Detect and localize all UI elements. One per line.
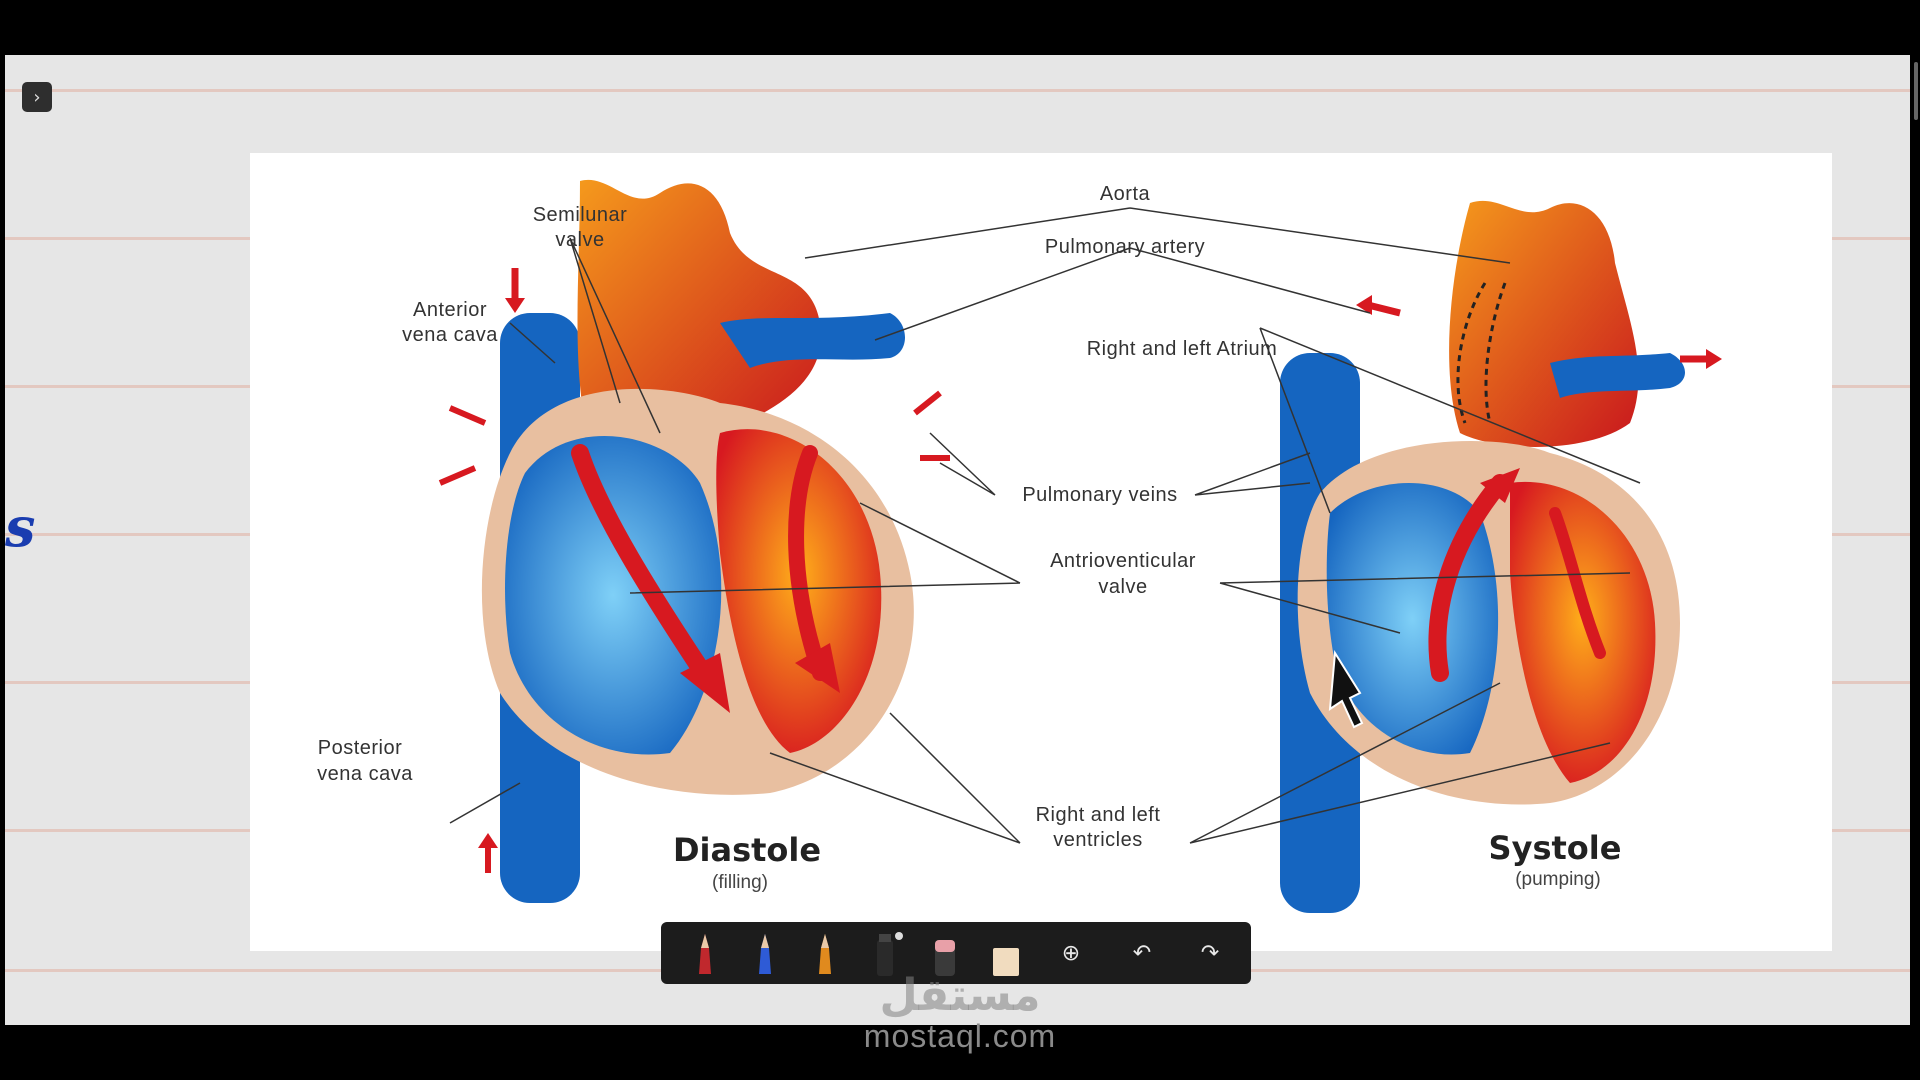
red-pen-icon bbox=[699, 934, 711, 974]
pulmonary-artery-shape bbox=[720, 313, 905, 368]
dashed-flow-line bbox=[1456, 282, 1507, 424]
inflow-arrowhead bbox=[505, 298, 525, 313]
handwritten-ink-stroke: s bbox=[5, 495, 36, 559]
pulmonary-artery-shape bbox=[1550, 353, 1685, 398]
undo-button[interactable]: ↶ bbox=[1132, 940, 1152, 966]
diastole-title: Diastole bbox=[673, 831, 821, 869]
systole-heart-illustration bbox=[1280, 200, 1722, 913]
blood-flow-arrowhead bbox=[795, 643, 840, 693]
leader-lines bbox=[449, 207, 1641, 844]
lasso-tool[interactable] bbox=[985, 930, 1025, 978]
heart-diagram-slide: Semilunar valve Anterior vena cava Aorta… bbox=[250, 153, 1832, 951]
inflow-arrowhead bbox=[478, 833, 498, 848]
blood-flow-arrow bbox=[1549, 507, 1606, 659]
eraser-icon bbox=[935, 940, 955, 976]
right-ventricle-shape bbox=[505, 435, 722, 755]
ruler-icon bbox=[993, 948, 1019, 976]
label-right-left-atrium: Right and left Atrium bbox=[1087, 338, 1278, 360]
eraser-tool[interactable] bbox=[925, 930, 965, 978]
systole-subtitle: (pumping) bbox=[1515, 869, 1601, 890]
marker-icon bbox=[877, 932, 903, 976]
outflow-arrowhead bbox=[1356, 295, 1372, 315]
diastole-subtitle: (filling) bbox=[712, 872, 768, 893]
systole-title: Systole bbox=[1489, 829, 1622, 867]
heart-diagram: Semilunar valve Anterior vena cava Aorta… bbox=[317, 179, 1722, 913]
outflow-arrowhead bbox=[1706, 349, 1722, 369]
drawing-toolbar: ⊕ ↶ ↷ bbox=[661, 922, 1251, 984]
blood-flow-arrow bbox=[788, 445, 828, 681]
outflow-arrow bbox=[1367, 301, 1401, 317]
label-semilunar-valve: Semilunar bbox=[533, 204, 628, 226]
blood-flow-arrowhead bbox=[1480, 468, 1520, 503]
black-marker-tool[interactable] bbox=[865, 930, 905, 978]
orange-pen-tool[interactable] bbox=[805, 930, 845, 978]
redo-button[interactable]: ↷ bbox=[1200, 940, 1220, 966]
watermark-logo: مستقل bbox=[879, 970, 1041, 1021]
label-semilunar-valve: valve bbox=[555, 229, 604, 251]
label-anterior-vena-cava: vena cava bbox=[402, 324, 498, 346]
add-tool-button[interactable]: ⊕ bbox=[1061, 940, 1081, 966]
red-pen-tool[interactable] bbox=[685, 930, 725, 978]
label-aorta: Aorta bbox=[1100, 183, 1151, 205]
ruled-line bbox=[5, 89, 1910, 92]
aorta-shape bbox=[1449, 200, 1639, 447]
vertical-scrollbar[interactable] bbox=[1914, 62, 1918, 120]
aorta-shape bbox=[577, 179, 822, 444]
label-posterior-vena-cava: Posterior bbox=[318, 737, 403, 759]
blood-flow-arrow bbox=[571, 444, 719, 692]
inflow-arrows-left bbox=[438, 405, 487, 486]
label-atrioventricular-valve: Antrioventicular bbox=[1050, 550, 1196, 572]
orange-pen-icon bbox=[819, 934, 831, 974]
diastole-heart-illustration bbox=[438, 179, 950, 903]
label-pulmonary-artery: Pulmonary artery bbox=[1045, 236, 1205, 258]
label-ventricles: Right and left bbox=[1036, 804, 1161, 826]
blood-flow-arrowhead bbox=[680, 653, 730, 713]
mouse-cursor-icon bbox=[1328, 649, 1364, 729]
sidebar-toggle-button[interactable]: › bbox=[22, 82, 52, 112]
label-anterior-vena-cava: Anterior bbox=[413, 299, 487, 321]
watermark-text: mostaql.com bbox=[863, 1018, 1057, 1054]
label-pulmonary-veins: Pulmonary veins bbox=[1022, 484, 1177, 506]
inflow-arrows-right bbox=[913, 390, 950, 461]
blue-pen-icon bbox=[759, 934, 771, 974]
left-ventricle-shape bbox=[1510, 481, 1656, 783]
label-atrioventricular-valve: valve bbox=[1098, 576, 1147, 598]
blue-pen-tool[interactable] bbox=[745, 930, 785, 978]
label-posterior-vena-cava: vena cava bbox=[317, 763, 413, 785]
label-ventricles: ventricles bbox=[1053, 829, 1142, 851]
whiteboard-canvas[interactable]: › s bbox=[5, 55, 1910, 1025]
